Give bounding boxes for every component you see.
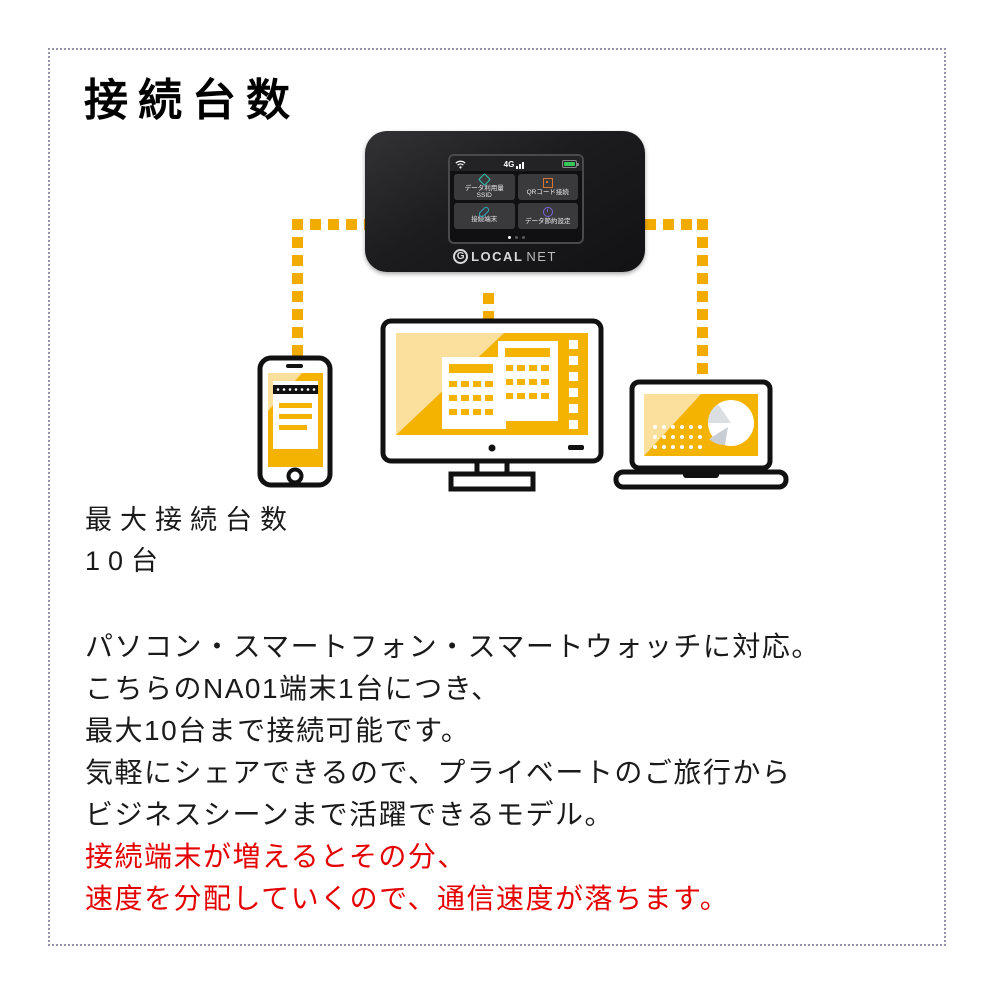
router-status-bar: 4G [450, 156, 582, 171]
qr-code-icon [542, 177, 553, 188]
network-label: 4G [503, 159, 515, 169]
data-usage-icon [477, 172, 491, 186]
wifi-icon [455, 160, 466, 168]
tile-connected-devices: 接続端末 [454, 203, 515, 229]
battery-icon [561, 160, 579, 168]
connector-center-vertical [483, 293, 494, 322]
data-saving-icon [542, 206, 553, 217]
router-touchscreen: 4G データ利用量 SSID QRコード接続 接続端末 [448, 154, 584, 244]
signal-bars-icon [516, 161, 525, 169]
page-title: 接続台数 [84, 76, 300, 125]
connector-right-horizontal [645, 219, 708, 230]
spec-value: 10台 [85, 546, 167, 576]
max-connections-spec: 最大接続台数 10台 [85, 500, 295, 582]
page-indicator-dots [450, 236, 582, 239]
desktop-pc-illustration [380, 318, 604, 492]
router-menu-tiles: データ利用量 SSID QRコード接続 接続端末 データ節約設定 [450, 171, 582, 231]
page-border [48, 48, 946, 946]
description-line: パソコン・スマートフォン・スマートウォッチに対応。 [85, 631, 821, 662]
tile-data-saving-settings: データ節約設定 [517, 203, 578, 229]
description-text: パソコン・スマートフォン・スマートウォッチに対応。 こちらのNA01端末1台につ… [85, 626, 821, 920]
warning-line: 接続端末が増えるとその分、 [85, 841, 467, 872]
logo-g-icon: G [453, 249, 469, 264]
connector-right-vertical [697, 219, 708, 383]
connector-left-horizontal [292, 219, 367, 230]
description-line: こちらのNA01端末1台につき、 [85, 673, 501, 704]
spec-label: 最大接続台数 [85, 505, 295, 535]
tile-data-usage-ssid: データ利用量 SSID [454, 172, 515, 200]
smartphone-illustration [257, 355, 333, 488]
connector-left-vertical [292, 219, 303, 356]
network-indicator: 4G [504, 160, 525, 169]
tile-qr-code-connect: QRコード接続 [517, 174, 578, 200]
laptop-illustration [613, 379, 789, 490]
description-line: ビジネスシーンまで活躍できるモデル。 [85, 799, 615, 830]
warning-line: 速度を分配していくので、通信速度が落ちます。 [85, 883, 730, 914]
description-line: 気軽にシェアできるので、プライベートのご旅行から [85, 757, 792, 788]
description-line: 最大10台まで接続可能です。 [85, 715, 471, 746]
mobile-router-device: 4G データ利用量 SSID QRコード接続 接続端末 [365, 131, 645, 272]
